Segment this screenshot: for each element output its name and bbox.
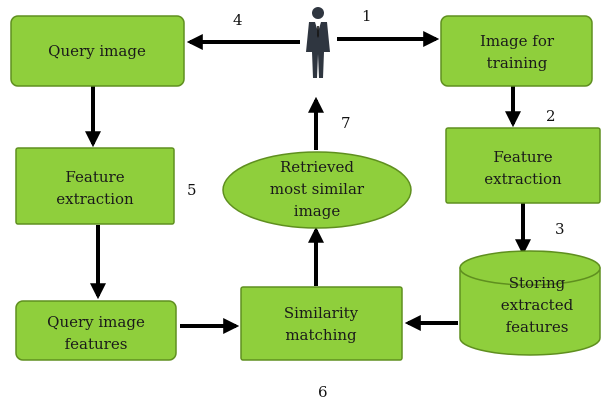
storing-line2: extracted (501, 296, 574, 314)
similarity-line1: Similarity (284, 304, 359, 322)
arrows (85, 31, 531, 334)
storing-node: Storing extracted features (459, 250, 601, 356)
query-features-line1: Query image (47, 313, 145, 331)
retrieved-line3: image (294, 202, 341, 220)
feature-right-line2: extraction (484, 170, 562, 188)
step-3: 3 (555, 220, 565, 238)
step-1: 1 (362, 7, 372, 25)
similarity-matching-node: Similarity matching (240, 286, 403, 361)
storing-line1: Storing (509, 274, 566, 292)
similarity-line2: matching (285, 326, 357, 344)
step-4: 4 (233, 11, 243, 29)
training-label-line1: Image for (480, 32, 555, 50)
retrieved-line2: most similar (270, 180, 365, 198)
query-image-features-node: Query image features (15, 300, 177, 361)
query-features-line2: features (65, 335, 128, 353)
query-image-node: Query image (10, 15, 185, 87)
feature-left-line2: extraction (56, 190, 134, 208)
person-icon (306, 7, 330, 78)
step-numbers: 1 2 3 4 5 6 7 (187, 7, 565, 401)
retrieved-node: Retrieved most similar image (222, 151, 412, 229)
step-7: 7 (341, 114, 351, 132)
step-2: 2 (546, 107, 556, 125)
training-label-line2: training (487, 54, 548, 72)
feature-right-line1: Feature (493, 148, 552, 166)
storing-line3: features (506, 318, 569, 336)
retrieved-line1: Retrieved (280, 158, 354, 176)
feature-extraction-left-node: Feature extraction (15, 147, 175, 225)
feature-left-line1: Feature (65, 168, 124, 186)
image-for-training-node: Image for training (440, 15, 593, 87)
query-image-label: Query image (48, 42, 146, 60)
feature-extraction-right-node: Feature extraction (445, 127, 601, 204)
step-5: 5 (187, 181, 197, 199)
step-6: 6 (318, 383, 328, 401)
